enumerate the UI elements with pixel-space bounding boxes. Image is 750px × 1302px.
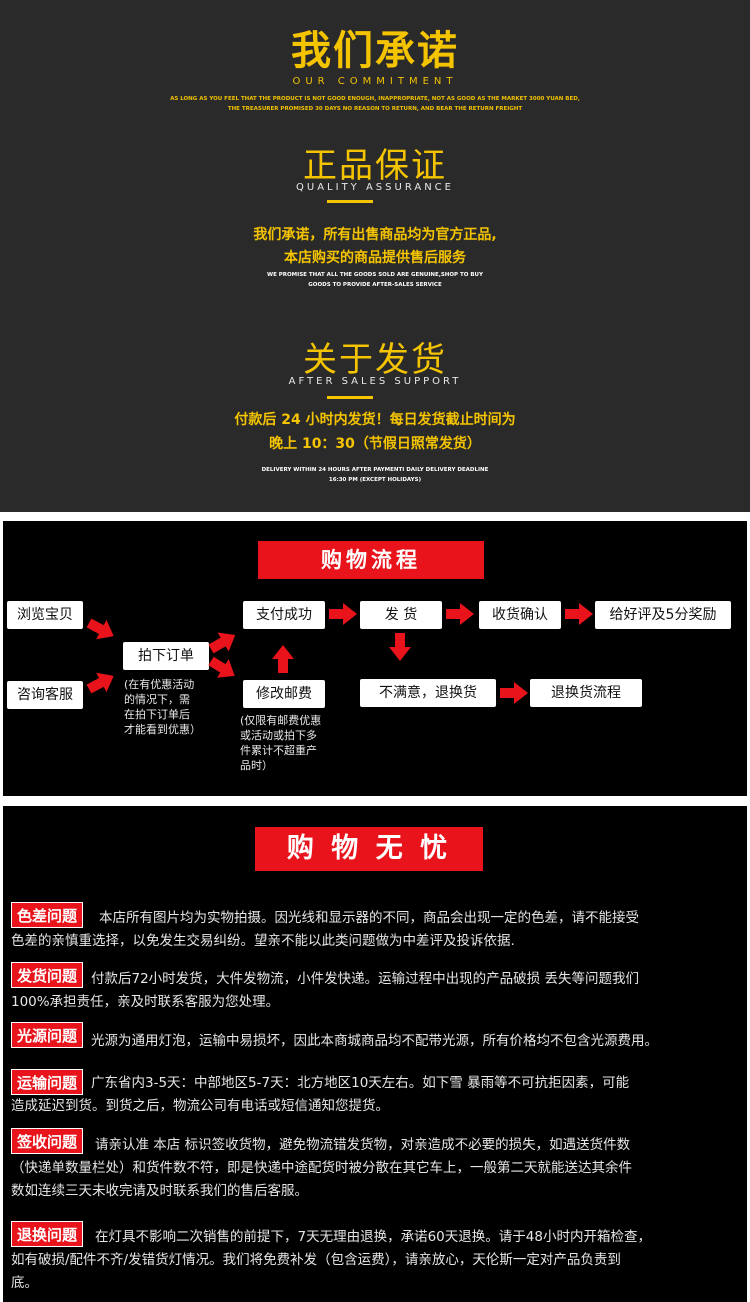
tag-transport: 运输问题: [11, 1069, 84, 1095]
flow-order-box: 拍下订单: [123, 642, 209, 670]
shipping-en-line1: DELIVERY WITHIN 24 HOURS AFTER PAYMENTI …: [261, 467, 489, 473]
arrow-confirm-review: [565, 603, 593, 625]
quality-en-line2: GOODS TO PROVIDE AFTER-SALES SERVICE: [308, 282, 442, 288]
commitment-title: 我们承诺: [291, 28, 459, 74]
flow-order-note: (在有优惠活动 的情况下，需 在拍下订单后 才能看到优惠）: [124, 678, 201, 736]
arrow-ship-confirm: [446, 603, 474, 625]
quality-divider: [327, 200, 373, 203]
flow-arrows: [83, 603, 593, 704]
quality-title: 正品保证: [303, 146, 447, 186]
tag-shipping: 发货问题: [11, 962, 84, 988]
arrow-order-pay: [205, 625, 241, 659]
shipping-en-line2: 16:30 PM (EXCEPT HOLIDAYS): [328, 477, 422, 483]
para-sign-receipt: 请亲认准 本店 标识签收货物，避免物流错发货物，对亲造成不必要的损失，如遇送货件…: [11, 1137, 632, 1199]
shipping-divider: [327, 396, 373, 399]
commitment-en-line2: THE TREASURER PROMISED 30 DAYS NO REASON…: [227, 106, 523, 112]
para-color-difference: 本店所有图片均为实物拍摄。因光线和显示器的不同，商品会出现一定的色差，请不能接受…: [11, 910, 639, 949]
shipping-subtitle: AFTER SALES SUPPORT: [288, 376, 462, 387]
shipping-cn-line1: 付款后 24 小时内发货！每日发货截止时间为: [234, 412, 516, 428]
arrow-modify-pay: [272, 645, 294, 673]
flow-review-box: 给好评及5分奖励: [595, 601, 731, 629]
flow-title: 购物流程: [258, 541, 484, 579]
quality-cn-line1: 我们承诺，所有出售商品均为官方正品,: [253, 227, 497, 243]
flow-ship-box: 发 货: [360, 601, 442, 629]
tag-sign-receipt: 签收问题: [11, 1128, 84, 1154]
worry-free-section: 购 物 无 忧 色差问题 本店所有图片均为实物拍摄。因光线和显示器的不同，商品会…: [3, 806, 747, 1302]
quality-en-line1: WE PROMISE THAT ALL THE GOODS SOLD ARE G…: [267, 272, 483, 278]
tag-light-source: 光源问题: [11, 1022, 84, 1048]
commitment-en-line1: AS LONG AS YOU FEEL THAT THE PRODUCT IS …: [170, 96, 580, 102]
shipping-cn-line2: 晚上 10：30（节假日照常发货）: [269, 436, 481, 452]
commitment-section: 我们承诺 OUR COMMITMENT AS LONG AS YOU FEEL …: [0, 0, 750, 512]
para-transport: 广东省内3-5天：中部地区5-7天：北方地区10天左右。如下雪 暴雨等不可抗拒因…: [11, 1075, 630, 1114]
arrow-order-modify: [205, 651, 241, 686]
flow-modify-box: 修改邮费: [243, 680, 325, 708]
para-shipping: 付款后72小时发货，大件发物流，小件发快递。运输过程中出现的产品破损 丢失等问题…: [11, 971, 639, 1010]
tag-color-difference: 色差问题: [11, 902, 84, 928]
para-return-exchange: 在灯具不影响二次销售的前提下，7天无理由退换，承诺60天退换。请于48小时内开箱…: [11, 1229, 651, 1291]
flow-consult-box: 咨询客服: [7, 681, 83, 709]
quality-cn-line2: 本店购买的商品提供售后服务: [284, 250, 466, 266]
arrow-browse-order: [83, 613, 119, 646]
flow-modify-note: (仅限有邮费优惠 或活动或拍下多 件累计不超重产 品时）: [240, 714, 322, 772]
arrow-consult-order: [83, 666, 119, 699]
worry-title: 购 物 无 忧: [255, 827, 483, 871]
quality-subtitle: QUALITY ASSURANCE: [296, 182, 454, 193]
flow-browse-box: 浏览宝贝: [7, 601, 83, 629]
shipping-title: 关于发货: [303, 340, 447, 380]
commitment-subtitle: OUR COMMITMENT: [292, 76, 458, 87]
arrow-pay-ship: [329, 603, 357, 625]
flow-unhappy-box: 不满意，退换货: [360, 679, 496, 707]
flow-return-box: 退换货流程: [530, 679, 642, 707]
arrow-ship-unhappy: [389, 633, 411, 661]
shopping-flow-section: 购物流程 浏览宝贝 咨询客服 拍下订单 支付成功 修改邮费 发 货 收货确认 给…: [3, 521, 747, 796]
para-light-source: 光源为通用灯泡，运输中易损坏，因此本商城商品均不配带光源，所有价格均不包含光源费…: [91, 1033, 658, 1049]
flow-pay-box: 支付成功: [243, 601, 325, 629]
arrow-unhappy-return: [500, 682, 528, 704]
flow-confirm-box: 收货确认: [479, 601, 561, 629]
tag-return-exchange: 退换问题: [11, 1221, 84, 1247]
